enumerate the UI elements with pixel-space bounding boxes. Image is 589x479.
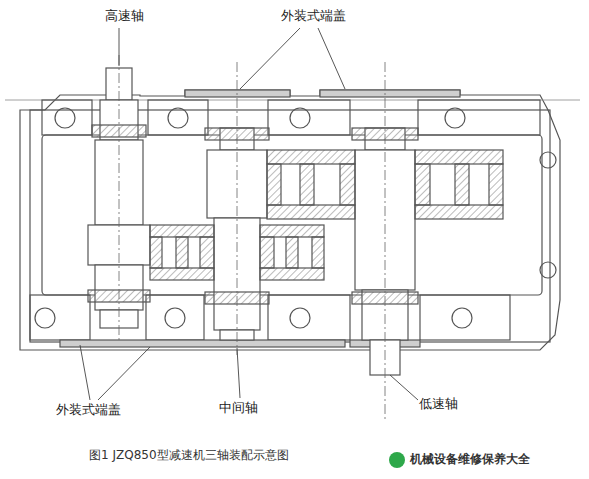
- wechat-icon: [389, 452, 405, 468]
- center-lines: [119, 55, 385, 420]
- housing-wall: [30, 110, 550, 342]
- part-name: 中间轴: [218, 400, 259, 416]
- watermark: 机械设备维修保养大全: [409, 452, 531, 466]
- housing-outline: [20, 90, 560, 350]
- end-cap: [185, 90, 290, 97]
- leader-lines: [80, 28, 418, 400]
- end-cap: [60, 340, 345, 347]
- part-name: 外装式端盖: [280, 8, 347, 24]
- bolt-holes: [35, 108, 556, 328]
- end-cap: [320, 90, 460, 97]
- part-name: 低速轴: [418, 396, 459, 412]
- caption: 图1 JZQ850型减速机三轴装配示意图: [88, 448, 290, 462]
- part-name: 外装式端盖: [55, 402, 122, 418]
- part-name: 高速轴: [104, 8, 145, 24]
